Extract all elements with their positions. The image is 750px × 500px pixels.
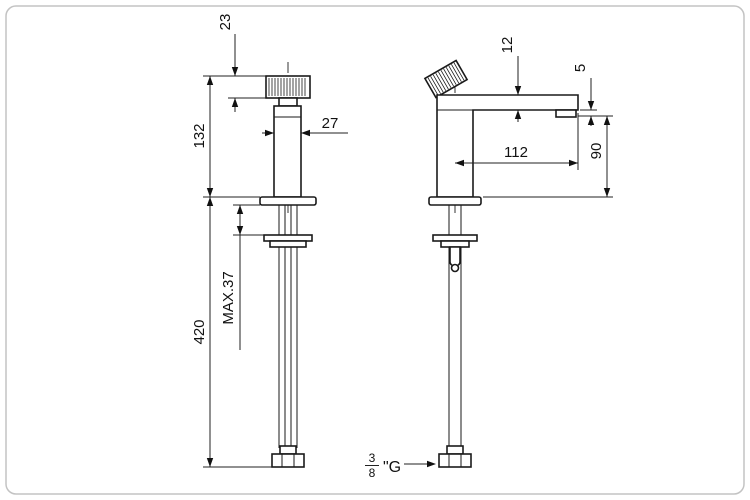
dimension-lines: 23 132 27 420 MAX.37 12 5 112 90 3 8 "G	[191, 14, 613, 480]
side-hose-collar	[446, 445, 464, 455]
dimension-arrows	[206, 67, 611, 468]
front-hose-collar	[279, 445, 297, 455]
dim-max-mounting: MAX.37	[220, 271, 237, 324]
dimension-line-strokes	[209, 34, 608, 467]
front-deck-flange	[259, 196, 317, 206]
extension-lines	[203, 75, 613, 468]
front-handle-knurl-hatch	[268, 78, 306, 96]
dim-supply-length: 420	[191, 319, 208, 344]
front-mounting-washer	[263, 234, 313, 242]
dim-spout-thickness: 12	[499, 37, 516, 54]
side-handle-knurl-hatch	[427, 62, 465, 96]
front-handle	[265, 75, 311, 99]
side-aerator	[555, 109, 577, 118]
thread-unit: "G	[383, 459, 401, 476]
dim-aerator-offset: 5	[572, 64, 589, 72]
front-view	[259, 62, 317, 468]
side-view	[423, 59, 579, 468]
dim-spout-reach: 112	[504, 144, 528, 161]
front-mounting-nut	[269, 240, 307, 248]
side-deck-flange	[428, 196, 482, 206]
dim-handle-height: 23	[217, 14, 234, 31]
drawing-border	[5, 5, 745, 495]
thread-numerator: 3	[369, 451, 376, 465]
side-stud-knob	[450, 263, 460, 273]
thread-denominator: 8	[369, 466, 376, 480]
dim-spout-clearance: 90	[588, 143, 605, 160]
dim-body-width: 27	[322, 115, 339, 132]
side-mounting-washer	[432, 234, 478, 242]
side-mounting-nut	[440, 240, 470, 248]
front-body	[273, 105, 302, 198]
dim-body-height: 132	[191, 123, 208, 148]
side-hose-fitting	[438, 453, 472, 468]
side-handle	[423, 59, 469, 99]
front-hose-fitting	[271, 453, 305, 468]
side-mounting-stud	[449, 246, 461, 267]
thread-callout: 3 8 "G	[365, 451, 401, 480]
front-neck	[278, 97, 298, 107]
